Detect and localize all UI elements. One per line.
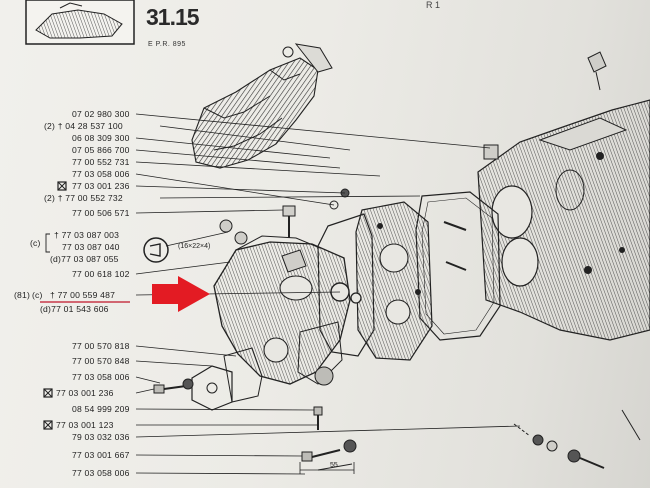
boxed-x-icon [43, 420, 53, 430]
part-label: 77 03 087 040 [62, 242, 120, 252]
boxed-x-icon [43, 388, 53, 398]
part-label: 08 54 999 209 [72, 404, 130, 414]
leader-lines [135, 113, 521, 475]
marker-81: (81) [14, 290, 31, 300]
rear-housing [213, 235, 351, 386]
seal-dimension: (16×22×4) [178, 243, 211, 250]
page-number: 31.15 [146, 4, 200, 30]
part-label: 77 03 001 123 [56, 420, 114, 430]
part-label: 06 08 309 300 [72, 133, 130, 143]
part-label: 77 03 058 006 [72, 372, 130, 382]
page-sub-label: E P.R. 895 [148, 41, 186, 48]
part-label: (2) † 77 00 552 732 [44, 193, 123, 203]
fasteners [153, 378, 641, 471]
marker-c: (c) [30, 238, 41, 248]
part-label: 77 00 618 102 [72, 269, 130, 279]
bracket-group-c [45, 233, 50, 253]
part-label: (2) † 04 28 537 100 [44, 121, 123, 131]
part-label: 79 03 032 036 [72, 432, 130, 442]
part-label: 07 05 866 700 [72, 145, 130, 155]
marker-c: (c) [32, 290, 43, 300]
part-label: † 77 03 087 003 [54, 230, 120, 240]
part-label: 77 03 001 236 [56, 388, 114, 398]
part-label: 77 00 552 731 [72, 157, 130, 167]
part-label: 77 00 570 848 [72, 356, 130, 366]
boxed-x-icon [57, 181, 67, 191]
seal-ring-icon [143, 237, 169, 263]
header-top-right: R 1 [426, 0, 441, 10]
part-label: (d)77 03 087 055 [50, 254, 119, 264]
bolt-length: 55 [330, 462, 338, 469]
gearbox-overview [191, 43, 333, 169]
dowel-pins [443, 144, 499, 271]
thumbnail-box [25, 0, 135, 45]
part-label: 77 00 506 571 [72, 208, 130, 218]
part-label: 77 03 058 006 [72, 468, 130, 478]
part-label: 77 03 001 667 [72, 450, 130, 460]
arrow-right-icon [152, 276, 210, 312]
part-label: 77 00 570 818 [72, 341, 130, 351]
part-label: 77 03 058 006 [72, 169, 130, 179]
part-label: 77 03 001 236 [72, 181, 130, 191]
gearbox-housing [477, 51, 650, 341]
part-label-highlighted: † 77 00 559 487 [50, 290, 116, 300]
part-label: 07 02 980 300 [72, 109, 130, 119]
part-label: (d)77 01 543 606 [40, 304, 109, 314]
intermediate-plate [355, 201, 433, 361]
